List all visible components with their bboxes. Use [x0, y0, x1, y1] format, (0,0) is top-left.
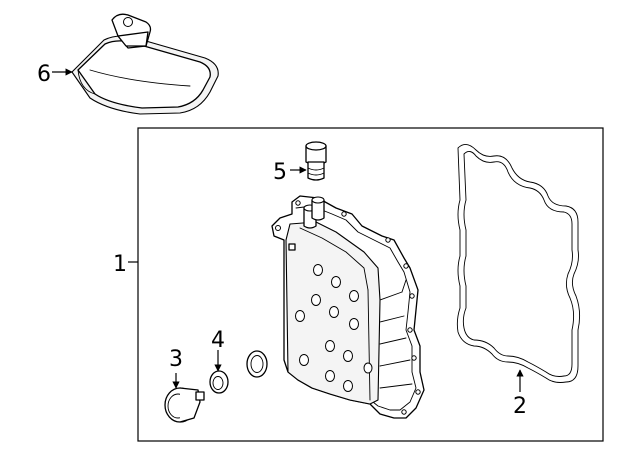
o-ring — [246, 350, 268, 378]
callout-5: 5 — [273, 160, 287, 185]
callout-4: 4 — [211, 328, 225, 353]
valve-body-part-1 — [271, 195, 425, 419]
seal-ring-part-4 — [209, 370, 229, 394]
callout-1: 1 — [113, 252, 127, 277]
assembly-box — [137, 127, 604, 442]
plug-part-3 — [164, 387, 205, 423]
bolt-part-5 — [305, 141, 327, 181]
callout-2: 2 — [513, 394, 527, 419]
filter-pickup-hole — [123, 17, 133, 27]
filter-part-6 — [71, 13, 219, 115]
gasket-part-2 — [456, 144, 581, 383]
callout-3: 3 — [169, 347, 183, 372]
callout-6: 6 — [37, 62, 51, 87]
